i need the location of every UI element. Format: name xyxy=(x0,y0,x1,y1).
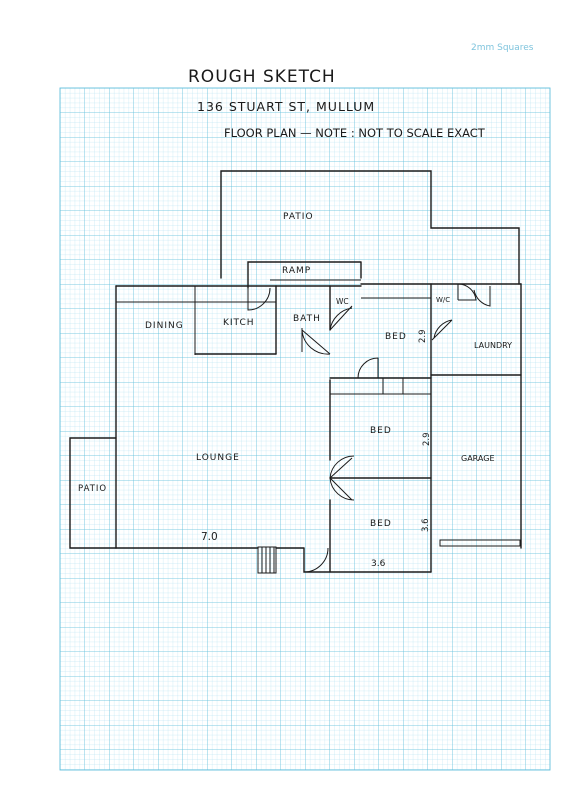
door-bath xyxy=(301,329,331,355)
label-bath: BATH xyxy=(293,314,321,324)
label-kitchen: KITCH xyxy=(223,318,255,328)
dim-bed1-depth: 2.9 xyxy=(418,329,428,343)
wall-main-top xyxy=(115,283,522,287)
label-laundry: LAUNDRY xyxy=(474,341,512,350)
door-wc2 xyxy=(457,283,477,301)
door-bed3 xyxy=(329,477,355,501)
door-bed1 xyxy=(357,357,379,379)
door-kitchen xyxy=(247,287,271,311)
sketch-title: ROUGH SKETCH xyxy=(188,67,336,87)
label-dining: DINING xyxy=(145,321,184,331)
label-wc: WC xyxy=(336,297,349,306)
label-bed3: BED xyxy=(370,519,392,529)
wall-patio-left xyxy=(69,437,117,549)
label-ramp: RAMP xyxy=(282,266,311,276)
grid-size-label: 2mm Squares xyxy=(471,43,534,53)
steps xyxy=(257,546,277,574)
door-wc2b xyxy=(473,286,491,307)
label-lounge: LOUNGE xyxy=(196,453,240,463)
dim-bed2-depth: 2.9 xyxy=(422,432,432,446)
door-front xyxy=(303,547,329,573)
wall-ramp xyxy=(247,261,362,289)
wall-patio-top xyxy=(220,170,520,285)
label-bed1: BED xyxy=(385,332,407,342)
dimension-labels: 7.0 3.6 2.9 2.9 3.6 xyxy=(201,329,432,569)
label-patio-left: PATIO xyxy=(78,484,107,494)
door-laundry xyxy=(431,319,453,341)
address-line: 136 STUART ST, MULLUM xyxy=(197,99,375,114)
label-patio-top: PATIO xyxy=(283,212,314,222)
door-wc xyxy=(329,305,353,331)
floor-plan xyxy=(69,170,522,574)
dim-bed3-depth: 3.6 xyxy=(421,518,431,532)
garage-door xyxy=(439,539,521,547)
dim-bed3-width: 3.6 xyxy=(371,559,386,569)
scale-note: FLOOR PLAN — NOTE : NOT TO SCALE EXACT xyxy=(224,126,486,140)
major-grid xyxy=(60,88,550,770)
dim-lounge-width: 7.0 xyxy=(201,531,218,543)
room-labels: PATIO RAMP DINING KITCH BATH WC W/C BED … xyxy=(78,212,512,529)
label-wc2: W/C xyxy=(436,296,450,304)
door-bed2 xyxy=(329,455,355,479)
label-bed2: BED xyxy=(370,426,392,436)
grid-border xyxy=(59,87,551,771)
label-garage: GARAGE xyxy=(461,454,495,463)
